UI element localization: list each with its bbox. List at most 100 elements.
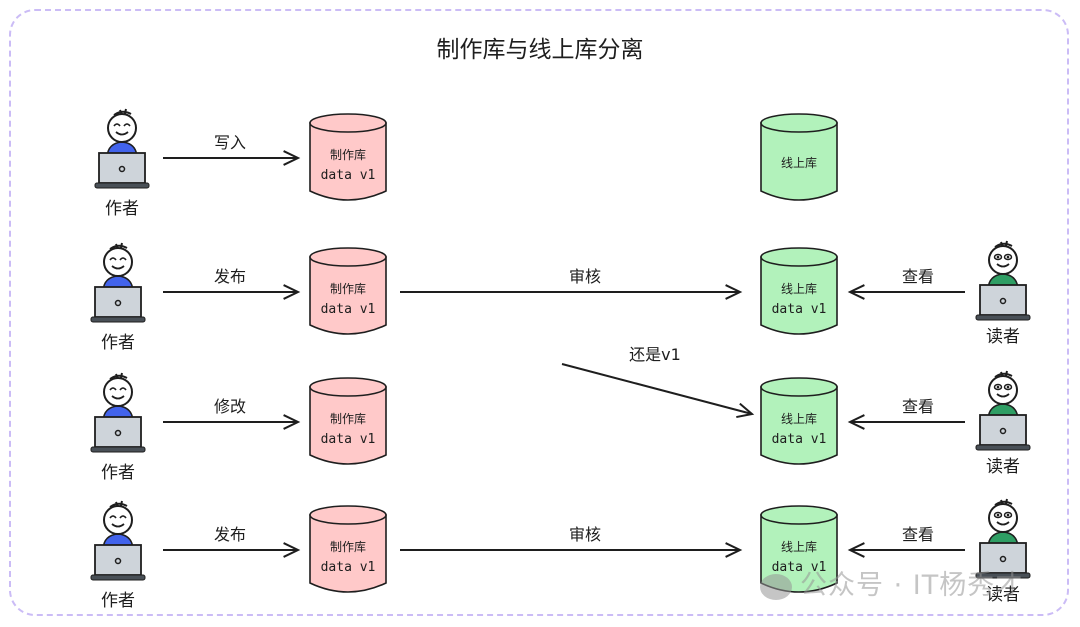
author-action-label: 发布: [214, 267, 246, 286]
author-action-label: 发布: [214, 525, 246, 544]
laptop-base-icon: [90, 574, 146, 581]
author-action-arrow: [163, 150, 301, 166]
author-figure: [90, 500, 146, 581]
smiling-eyes-icon: [109, 515, 127, 519]
db-name-label: 线上库: [781, 281, 817, 296]
db-name-label: 线上库: [781, 155, 817, 170]
reader-label: 读者: [986, 585, 1020, 605]
db-body: [760, 386, 838, 465]
arrow-head-icon: [283, 150, 301, 166]
note-arrow: [561, 363, 755, 419]
mouth-icon: [111, 265, 125, 270]
reader-action-arrow: [847, 284, 965, 300]
laptop-icon: [979, 542, 1027, 574]
smiling-eyes-icon: [113, 123, 131, 127]
db-version-label: data v1: [321, 560, 376, 575]
arrow-head-icon: [725, 542, 743, 558]
arrow-head-icon: [283, 542, 301, 558]
online-db-cylinder: 线上库 data v1: [760, 377, 838, 465]
db-top: [760, 247, 838, 267]
db-body: [309, 386, 387, 465]
db-body: [309, 122, 387, 201]
db-top: [760, 113, 838, 133]
laptop-base-icon: [975, 444, 1031, 451]
mouth-icon: [996, 521, 1010, 526]
review-label: 审核: [569, 525, 601, 544]
mouth-icon: [115, 131, 129, 136]
db-body: [760, 122, 838, 201]
reader-action-arrow: [847, 414, 965, 430]
mouth-icon: [996, 393, 1010, 398]
wechat-icon: [760, 573, 792, 600]
db-version-label: data v1: [772, 560, 827, 575]
laptop-base-icon: [975, 314, 1031, 321]
online-db-cylinder: 线上库 data v1: [760, 505, 838, 593]
arrow-head-icon: [847, 414, 865, 430]
head-icon: [107, 113, 137, 143]
laptop-base-icon: [90, 316, 146, 323]
head-icon: [103, 505, 133, 535]
online-db-cylinder: 线上库: [760, 113, 838, 201]
db-version-label: data v1: [772, 302, 827, 317]
author-action-arrow: [163, 284, 301, 300]
laptop-icon: [979, 284, 1027, 316]
author-action-label: 修改: [214, 397, 246, 416]
arrow-head-icon: [736, 402, 755, 419]
arrow-head-icon: [847, 284, 865, 300]
reader-action-label: 查看: [902, 525, 934, 544]
reader-action-arrow: [847, 542, 965, 558]
reader-figure: [975, 498, 1031, 579]
laptop-icon: [98, 152, 146, 184]
watermark: 公众号 · IT杨秀才: [760, 563, 1023, 602]
db-version-label: data v1: [772, 432, 827, 447]
author-label: 作者: [101, 591, 135, 611]
laptop-icon: [94, 286, 142, 318]
head-icon: [103, 377, 133, 407]
db-top: [309, 377, 387, 397]
reader-figure: [975, 370, 1031, 451]
reader-label: 读者: [986, 457, 1020, 477]
mouth-icon: [111, 395, 125, 400]
mouth-icon: [111, 523, 125, 528]
db-version-label: data v1: [321, 168, 376, 183]
head-icon: [103, 247, 133, 277]
laptop-icon: [94, 416, 142, 448]
author-label: 作者: [101, 333, 135, 353]
db-top: [309, 113, 387, 133]
db-name-label: 线上库: [781, 539, 817, 554]
db-name-label: 制作库: [330, 147, 366, 162]
review-label: 审核: [569, 267, 601, 286]
mouth-icon: [996, 263, 1010, 268]
author-label: 作者: [105, 199, 139, 219]
laptop-icon: [94, 544, 142, 576]
db-body: [309, 514, 387, 593]
review-arrow: [400, 542, 743, 558]
db-top: [760, 377, 838, 397]
head-icon: [988, 375, 1018, 405]
arrow-head-icon: [283, 284, 301, 300]
note-label: 还是v1: [629, 345, 681, 364]
arrow-head-icon: [283, 414, 301, 430]
draft-db-cylinder: 制作库 data v1: [309, 113, 387, 201]
author-figure: [94, 108, 150, 189]
smiling-eyes-icon: [109, 387, 127, 391]
author-figure: [90, 372, 146, 453]
reader-action-label: 查看: [902, 397, 934, 416]
db-version-label: data v1: [321, 302, 376, 317]
watermark-text: 公众号 · IT杨秀才: [800, 570, 1024, 601]
reader-figure: [975, 240, 1031, 321]
head-icon: [988, 503, 1018, 533]
db-name-label: 线上库: [781, 411, 817, 426]
diagram-frame: [9, 9, 1069, 616]
arrow-line: [561, 363, 753, 415]
review-arrow: [400, 284, 743, 300]
db-version-label: data v1: [321, 432, 376, 447]
author-label: 作者: [101, 463, 135, 483]
reader-action-label: 查看: [902, 267, 934, 286]
reader-label: 读者: [986, 327, 1020, 347]
laptop-base-icon: [94, 182, 150, 189]
